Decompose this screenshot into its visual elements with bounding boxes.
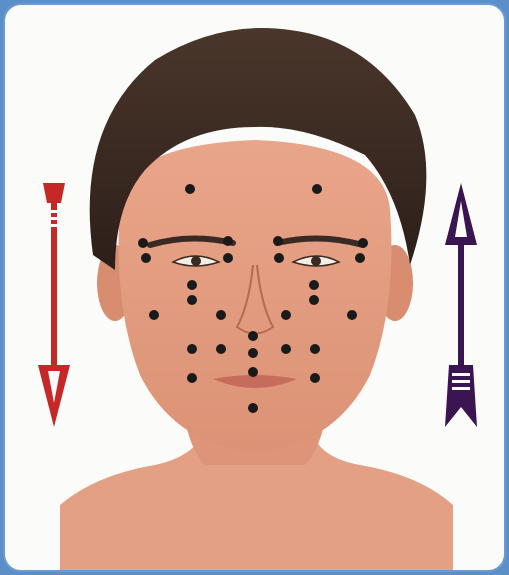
point xyxy=(187,295,197,305)
point xyxy=(223,236,233,246)
point xyxy=(138,238,148,248)
point xyxy=(223,253,233,263)
point xyxy=(358,238,368,248)
point xyxy=(248,367,258,377)
illustration-frame xyxy=(3,3,506,572)
point xyxy=(281,310,291,320)
face-illustration xyxy=(5,5,506,572)
point xyxy=(149,310,159,320)
point xyxy=(309,295,319,305)
point xyxy=(187,373,197,383)
point xyxy=(185,184,195,194)
point xyxy=(187,280,197,290)
point xyxy=(312,184,322,194)
point xyxy=(355,253,365,263)
up-arrow-icon xyxy=(445,183,477,427)
point xyxy=(281,344,291,354)
point xyxy=(216,344,226,354)
point xyxy=(248,403,258,413)
point xyxy=(347,310,357,320)
point xyxy=(248,331,258,341)
down-arrow-icon xyxy=(38,183,70,427)
point xyxy=(310,373,320,383)
point xyxy=(273,236,283,246)
point xyxy=(216,310,226,320)
point xyxy=(310,344,320,354)
point xyxy=(309,280,319,290)
point xyxy=(274,253,284,263)
point xyxy=(187,344,197,354)
point xyxy=(141,253,151,263)
point xyxy=(248,348,258,358)
